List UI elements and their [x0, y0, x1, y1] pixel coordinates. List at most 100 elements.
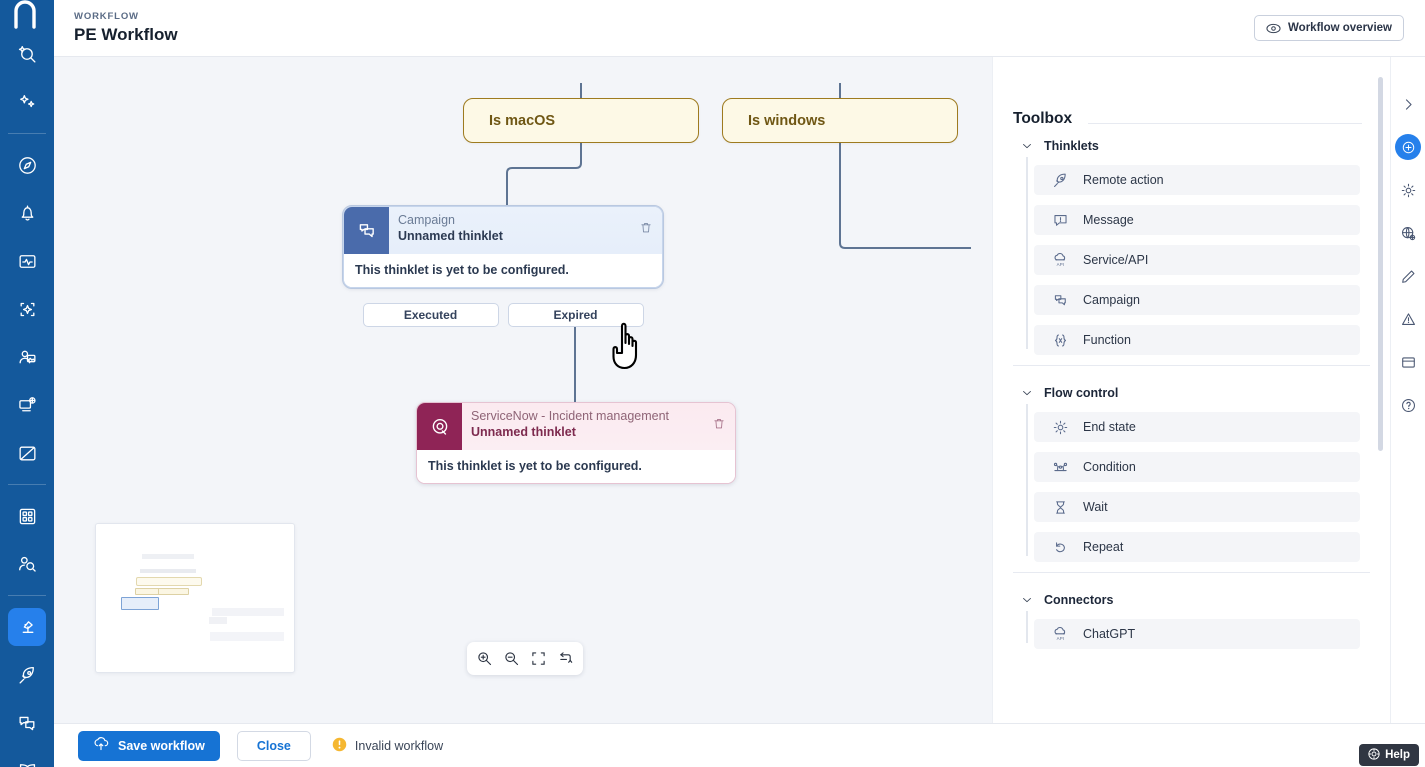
help-widget-icon — [1368, 747, 1380, 763]
outlet-label: Executed — [403, 308, 458, 322]
workflow-status-label: Invalid workflow — [354, 738, 444, 753]
toolbox-item[interactable]: Campaign — [1034, 285, 1360, 315]
zoom-out-button[interactable] — [504, 651, 519, 666]
help-button[interactable] — [1395, 392, 1421, 418]
save-workflow-label: Save workflow — [118, 738, 205, 753]
global-settings-button[interactable] — [1395, 220, 1421, 246]
thinklet-name: Unnamed thinklet — [471, 425, 576, 439]
connector-edges — [506, 83, 971, 403]
toolbox-item[interactable]: Condition — [1034, 452, 1360, 482]
rail-item-global-search[interactable] — [8, 35, 46, 73]
toolbox-item-label: ChatGPT — [1083, 627, 1136, 641]
toolbox-item[interactable]: End state — [1034, 412, 1360, 442]
rail-item-apps[interactable] — [8, 497, 46, 535]
chevron-right-icon — [1400, 96, 1417, 113]
bell-icon — [17, 203, 38, 224]
hourglass-icon — [1052, 499, 1069, 516]
issues-button[interactable] — [1395, 306, 1421, 332]
pencil-icon — [1400, 268, 1417, 285]
thinklet-name: Unnamed thinklet — [398, 229, 503, 243]
save-workflow-button[interactable]: Save workflow — [78, 730, 220, 761]
condition-node[interactable]: Is macOS — [463, 98, 699, 143]
user-search-icon — [17, 554, 38, 575]
fit-to-screen-button[interactable] — [531, 651, 546, 666]
thinklet-body-text: This thinklet is yet to be configured. — [344, 254, 662, 287]
toolbox-item-label: Condition — [1083, 460, 1136, 474]
monitor-pulse-icon — [17, 251, 38, 272]
trash-icon[interactable] — [712, 417, 726, 431]
toolbox-item-label: Campaign — [1083, 293, 1140, 307]
toolbox-title-rule — [1088, 123, 1362, 124]
toolbox-item[interactable]: Function — [1034, 325, 1360, 355]
rail-item-discover[interactable] — [8, 146, 46, 184]
collapse-panel-button[interactable] — [1395, 91, 1421, 117]
trash-icon[interactable] — [639, 221, 653, 235]
layout-button[interactable] — [1395, 349, 1421, 375]
warning-triangle-icon — [1400, 311, 1417, 328]
zoom-in-button[interactable] — [477, 651, 492, 666]
thinklet-outlets: Executed Expired — [362, 303, 644, 327]
toolbox-item-label: Repeat — [1083, 540, 1124, 554]
svg-text:API: API — [1057, 635, 1065, 640]
toolbox-item[interactable]: Repeat — [1034, 532, 1360, 562]
rail-item-screens[interactable] — [8, 434, 46, 472]
close-label: Close — [256, 738, 291, 753]
campaign-bubbles-icon — [1052, 292, 1069, 309]
rail-divider — [8, 484, 46, 485]
toolbox-scrollbar[interactable] — [1378, 77, 1383, 451]
sparkle-frame-icon — [17, 299, 38, 320]
rail-item-monitoring[interactable] — [8, 242, 46, 280]
rail-item-knowledge[interactable] — [8, 752, 46, 767]
add-node-button[interactable] — [1395, 134, 1421, 160]
workflow-robot-icon — [17, 617, 38, 638]
rail-item-conversations[interactable] — [8, 704, 46, 742]
workflow-settings-button[interactable] — [1395, 177, 1421, 203]
rail-item-devices[interactable] — [8, 386, 46, 424]
outlet-button[interactable]: Expired — [507, 303, 644, 327]
users-image-icon — [17, 347, 38, 368]
rail-item-ai-assist[interactable] — [8, 83, 46, 121]
workflow-overview-label: Workflow overview — [1288, 22, 1392, 34]
edit-button[interactable] — [1395, 263, 1421, 289]
toolbox-group-caption: Thinklets — [1044, 139, 1099, 153]
rail-item-user-lookup[interactable] — [8, 545, 46, 583]
toolbox-group-caption: Connectors — [1044, 593, 1114, 607]
outlet-button[interactable]: Executed — [362, 303, 499, 327]
rail-item-deploy[interactable] — [8, 656, 46, 694]
rail-item-workflows[interactable] — [8, 608, 46, 646]
gear-icon — [1400, 182, 1417, 199]
toolbox-item[interactable]: Wait — [1034, 492, 1360, 522]
compass-icon — [17, 155, 38, 176]
close-button[interactable]: Close — [236, 730, 311, 761]
toolbox-group-header[interactable]: Thinklets — [993, 133, 1390, 159]
sparkles-icon — [17, 92, 38, 113]
rocket-icon — [17, 665, 38, 686]
toolbox-item[interactable]: Remote action — [1034, 165, 1360, 195]
rail-item-experience[interactable] — [8, 290, 46, 328]
rail-item-personas[interactable] — [8, 338, 46, 376]
toolbox-item[interactable]: Message — [1034, 205, 1360, 235]
panel-icon — [1400, 354, 1417, 371]
chevron-down-icon — [1020, 593, 1034, 607]
auto-layout-button[interactable] — [558, 651, 573, 666]
workflow-overview-button[interactable]: Workflow overview — [1254, 15, 1404, 41]
rail-item-notifications[interactable] — [8, 194, 46, 232]
help-button[interactable]: Help — [1359, 744, 1419, 766]
apps-grid-icon — [17, 506, 38, 527]
toolbox-item[interactable]: API ChatGPT — [1034, 619, 1360, 649]
toolbox-group-header[interactable]: Connectors — [993, 587, 1390, 613]
toolbox-group-caption: Flow control — [1044, 386, 1119, 400]
rail-divider — [8, 595, 46, 596]
canvas-zoom-toolbar — [467, 642, 583, 675]
thinklet-type: ServiceNow - Incident management — [471, 409, 670, 423]
condition-node[interactable]: Is windows — [722, 98, 958, 143]
app-logo[interactable] — [0, 0, 54, 30]
canvas-minimap[interactable] — [95, 523, 295, 673]
toolbox-group-header[interactable]: Flow control — [993, 380, 1390, 406]
